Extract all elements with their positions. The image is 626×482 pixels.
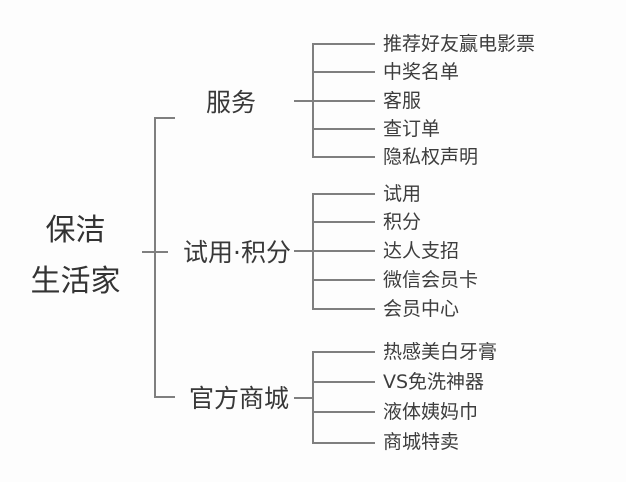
root-node-line2: 生活家 <box>30 264 121 299</box>
branch2-tick-4 <box>312 279 375 281</box>
leaf-label: 热感美白牙膏 <box>383 341 498 363</box>
branch2-tick-2 <box>312 221 375 223</box>
leaf-label: 隐私权声明 <box>383 146 479 168</box>
branch3-tick-2 <box>312 381 375 383</box>
leaf-label: 推荐好友赢电影票 <box>383 33 536 55</box>
branch2-bracket-line <box>312 193 314 310</box>
leaf-label: 试用 <box>383 183 422 205</box>
root-node-line1: 保洁 <box>45 213 106 248</box>
branch3-tick-3 <box>312 411 375 413</box>
leaf-label: VS免洗神器 <box>383 371 485 393</box>
leaf-label: 微信会员卡 <box>383 269 479 291</box>
branch1-tick-4 <box>312 128 375 130</box>
branch-label-official-mall: 官方商城 <box>189 384 290 413</box>
leaf-label: 达人支招 <box>383 240 460 262</box>
branch2-connector-and-tick-3 <box>294 250 375 252</box>
branch3-bracket-line <box>312 351 314 444</box>
branch1-tick-2 <box>312 71 375 73</box>
main-bracket-line <box>154 117 156 397</box>
leaf-label: 中奖名单 <box>383 61 460 83</box>
leaf-label: 液体姨妈巾 <box>383 401 479 423</box>
leaf-label: 商城特卖 <box>383 431 460 453</box>
leaf-label: 会员中心 <box>383 298 460 320</box>
main-bracket-bottom-stub <box>154 396 175 398</box>
branch3-tick-4 <box>312 442 375 444</box>
leaf-label: 客服 <box>383 90 422 112</box>
branch2-tick-1 <box>312 193 375 195</box>
main-bracket-top-stub <box>154 117 175 119</box>
branch1-tick-1 <box>312 43 375 45</box>
branch1-connector-and-tick-3 <box>294 100 375 102</box>
leaf-label: 积分 <box>383 211 422 233</box>
branch-label-trial-points: 试用·积分 <box>183 238 291 267</box>
branch1-tick-5 <box>312 156 375 158</box>
branch3-tick-1 <box>312 351 375 353</box>
branch-label-service: 服务 <box>206 88 257 117</box>
branch2-tick-5 <box>312 308 375 310</box>
root-node: 保洁 生活家 <box>18 205 133 307</box>
branch3-connector-line <box>294 397 313 399</box>
leaf-label: 查订单 <box>383 118 441 140</box>
